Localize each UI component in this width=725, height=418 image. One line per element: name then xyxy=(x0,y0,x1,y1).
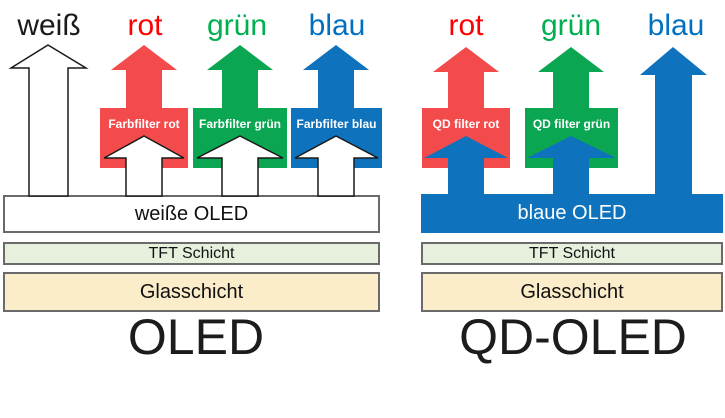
oled-title: OLED xyxy=(127,309,265,365)
green-light-arrow-right xyxy=(538,47,604,109)
weisse-oled-layer: weiße OLED xyxy=(3,195,380,233)
red-light-arrow-left xyxy=(111,45,177,109)
farbfilter-blau-box: Farbfilter blau xyxy=(291,108,382,168)
qd-oled-title: QD-OLED xyxy=(459,309,687,365)
label-rot-left: rot xyxy=(127,9,163,42)
qd-filter-rot-box: QD filter rot xyxy=(422,108,510,168)
blue-light-arrow-left xyxy=(303,45,369,109)
label-blau-right: blau xyxy=(647,9,705,42)
label-weiss: weiß xyxy=(17,9,81,42)
red-light-arrow-right xyxy=(433,47,499,109)
blaue-oled-layer: blaue OLED xyxy=(421,194,723,233)
glass-layer-right: Glasschicht xyxy=(421,272,723,312)
qd-filter-gruen-box: QD filter grün xyxy=(525,108,618,168)
green-light-arrow-left xyxy=(207,45,273,109)
label-rot-right: rot xyxy=(448,9,484,42)
farbfilter-rot-box: Farbfilter rot xyxy=(100,108,188,168)
tft-layer-right: TFT Schicht xyxy=(421,242,723,265)
farbfilter-gruen-box: Farbfilter grün xyxy=(193,108,287,168)
white-light-arrow xyxy=(8,44,89,197)
label-gruen-left: grün xyxy=(206,9,268,42)
glass-layer-left: Glasschicht xyxy=(3,272,380,312)
blue-light-arrow-tall xyxy=(640,47,707,198)
label-gruen-right: grün xyxy=(540,9,602,42)
tft-layer-left: TFT Schicht xyxy=(3,242,380,265)
label-blau-left: blau xyxy=(308,9,366,42)
